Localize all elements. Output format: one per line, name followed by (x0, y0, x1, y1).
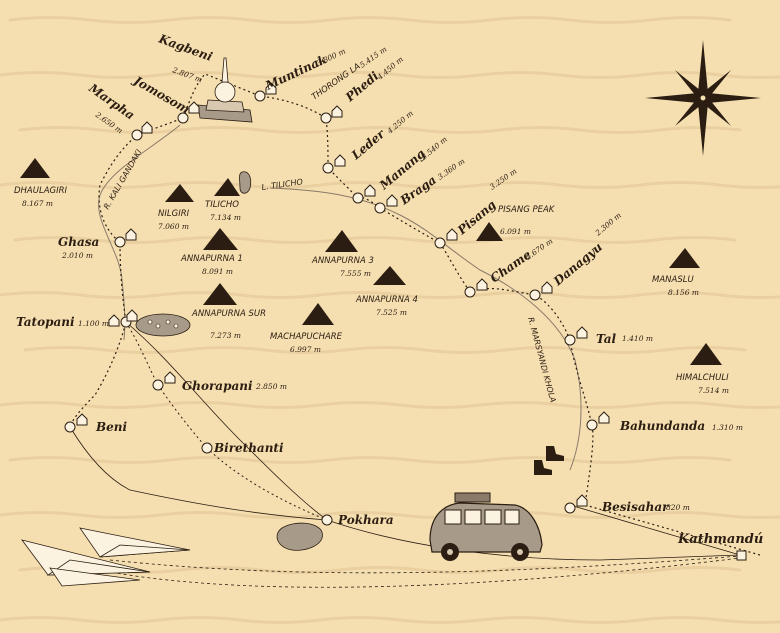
place-birethanti: Birethanti (213, 441, 284, 455)
place-ghasa: Ghasa (58, 235, 99, 249)
boots-icon (534, 446, 564, 475)
peak-annapurna-3-elev: 7.555 m (340, 269, 371, 278)
elev-ghasa: 2.010 m (61, 251, 93, 260)
peak-machapuchare-elev: 6.997 m (290, 345, 321, 354)
place-beni: Beni (95, 420, 128, 434)
peak-pisang: PISANG PEAK (498, 205, 556, 215)
peak-pisang-elev: 6.091 m (500, 227, 531, 236)
peak-tilicho-elev: 7.134 m (210, 213, 241, 222)
peak-tilicho: TILICHO (205, 200, 239, 210)
ghorapani-route (125, 321, 328, 521)
village-markers (64, 90, 598, 526)
lake-tilicho (239, 171, 252, 194)
mountain-icon (214, 178, 240, 196)
peak-annapurna-sur-elev: 7.273 m (210, 331, 241, 340)
peak-annapurna-3: ANNAPURNA 3 (311, 256, 374, 266)
place-ghorapani: Ghorapani (182, 379, 253, 393)
peak-nilgiri-elev: 7.060 m (158, 222, 189, 231)
elev-ghorapani: 2.850 m (255, 382, 287, 391)
mountain-icon (20, 158, 50, 178)
place-tatopani: Tatopani (16, 315, 75, 329)
elev-besisahar: 820 m (666, 503, 690, 512)
peak-dhaulagiri-elev: 8.167 m (22, 199, 53, 208)
mountain-icons (20, 158, 722, 365)
flight-path-2 (109, 555, 741, 574)
road-pokhara-kathmandu (326, 519, 741, 561)
road-besisahar-kathmandu (569, 504, 741, 556)
peak-annapurna-1-elev: 8.091 m (202, 267, 233, 276)
peak-annapurna-sur: ANNAPURNA SUR (191, 309, 266, 319)
place-besisahar: Besisahar (601, 500, 670, 514)
mountain-icon (203, 228, 238, 250)
place-pokhara: Pokhara (337, 513, 394, 527)
peak-himalchuli: HIMALCHULI (676, 373, 729, 383)
river-kali-gandaki (98, 124, 181, 341)
peak-annapurna-4: ANNAPURNA 4 (355, 295, 418, 305)
place-bahundanda: Bahundanda (619, 419, 705, 433)
peak-machapuchare: MACHAPUCHARE (270, 332, 343, 342)
elev-tal: 1.410 m (622, 334, 653, 343)
peak-annapurna-4-elev: 7.525 m (376, 308, 407, 317)
bus-icon (429, 492, 543, 561)
road-tatopani-pokhara (125, 321, 328, 521)
road-beni-pokhara (69, 426, 328, 521)
peak-himalchuli-elev: 7.514 m (698, 386, 729, 395)
paper-plane-icon (21, 527, 191, 587)
peak-manaslu-elev: 8.156 m (668, 288, 699, 297)
mountain-icon (476, 222, 503, 241)
mountain-icon (165, 184, 194, 202)
hot-springs-steam (147, 319, 179, 329)
monastery-icon (197, 57, 253, 123)
mountain-icon (302, 303, 334, 325)
peak-dhaulagiri: DHAULAGIRI (14, 186, 68, 196)
mountain-icon (325, 230, 358, 252)
mountain-icon (690, 343, 722, 365)
elev-bahundanda: 1.310 m (712, 423, 743, 432)
peak-manaslu: MANASLU (652, 275, 694, 285)
place-tal: Tal (596, 332, 617, 346)
kathmandu-marker (736, 550, 747, 561)
mountain-icon (203, 283, 237, 305)
mountain-icon (669, 248, 700, 268)
hot-springs (135, 313, 191, 337)
mountain-icon (373, 266, 406, 285)
place-kathmandu: Kathmandú (677, 532, 763, 547)
compass-rose-icon (645, 40, 761, 156)
flight-path (99, 557, 741, 588)
lake-phewa (276, 522, 323, 551)
peak-annapurna-1: ANNAPURNA 1 (180, 254, 243, 264)
elev-tatopani: 1.100 m (78, 319, 109, 328)
peak-nilgiri: NILGIRI (158, 209, 190, 219)
